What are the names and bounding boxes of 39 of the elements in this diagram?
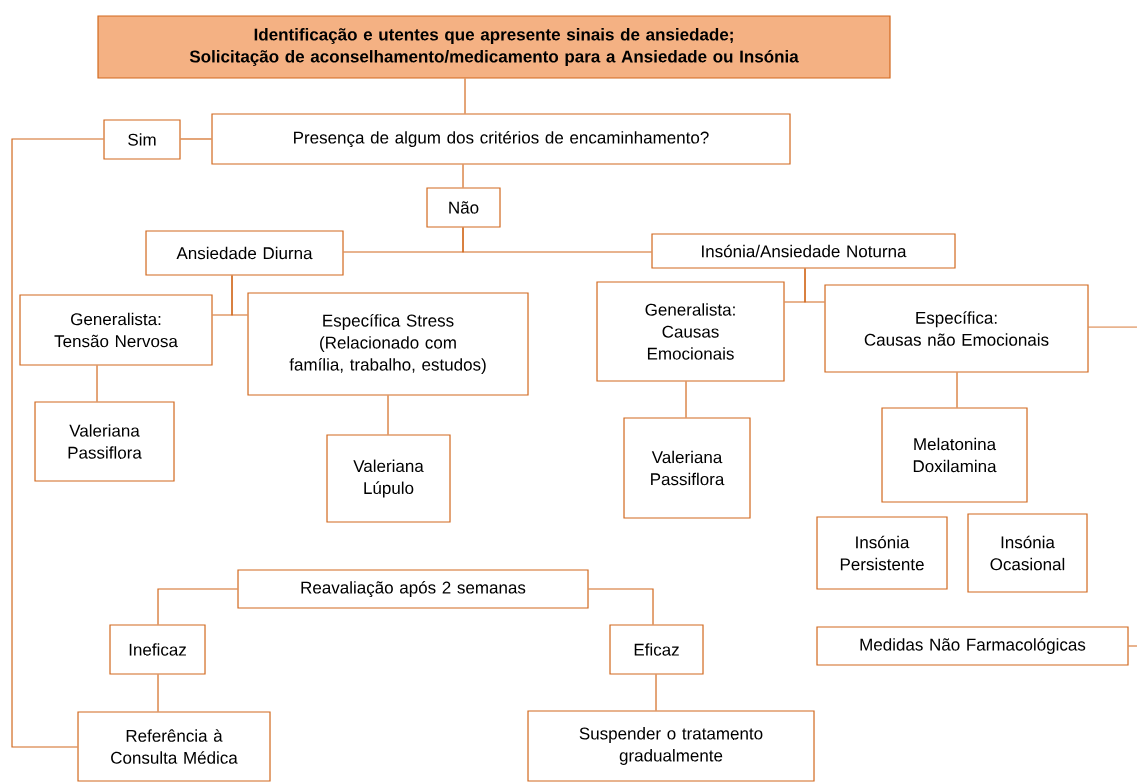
answer-box: Sim xyxy=(103,119,181,160)
connector-line xyxy=(157,674,159,712)
subtype-box: Generalista: Causas Emocionais xyxy=(596,281,785,382)
connector-line xyxy=(157,588,238,625)
connector-line xyxy=(464,78,466,114)
connector-line xyxy=(462,227,652,253)
connector-line xyxy=(655,674,657,711)
condition-box: Insónia Ocasional xyxy=(967,513,1088,593)
heading-box: Identificação e utentes que apresente sinais de ansiedade; Solicitação de aconselhamento/medicamento para a Ansiedade ou Insónia xyxy=(97,15,891,79)
connector-line xyxy=(1128,645,1137,647)
answer-box: Eficaz xyxy=(609,624,704,675)
connector-line xyxy=(11,138,104,748)
connector-line xyxy=(685,381,687,418)
step-box: Medidas Não Farmacológicas xyxy=(816,626,1129,666)
answer-box: Ineficaz xyxy=(109,624,206,675)
answer-box: Não xyxy=(426,187,501,228)
treatment-box: Melatonina Doxilamina xyxy=(881,407,1028,503)
condition-box: Insónia Persistente xyxy=(816,516,948,590)
subtype-box: Específica: Causas não Emocionais xyxy=(824,284,1089,373)
treatment-box: Valeriana Lúpulo xyxy=(326,434,451,523)
connector-line xyxy=(96,365,98,402)
category-box: Insónia/Ansiedade Noturna xyxy=(651,233,956,269)
connector-line xyxy=(180,138,212,140)
subtype-box: Específica Stress (Relacionado com família, trabalho, estudos) xyxy=(247,292,529,396)
connector-line xyxy=(462,164,464,188)
treatment-box: Valeriana Passiflora xyxy=(34,401,175,482)
subtype-box: Generalista: Tensão Nervosa xyxy=(19,294,213,366)
connector-line xyxy=(956,372,958,408)
question-box: Presença de algum dos critérios de encaminhamento? xyxy=(211,113,791,165)
connector-line xyxy=(1088,326,1137,328)
connector-line xyxy=(588,588,654,625)
connector-line xyxy=(387,395,389,435)
step-box: Referência à Consulta Médica xyxy=(77,711,271,782)
step-box: Reavaliação após 2 semanas xyxy=(237,569,589,609)
connector-line xyxy=(231,275,248,316)
treatment-box: Valeriana Passiflora xyxy=(623,417,751,519)
step-box: Suspender o tratamento gradualmente xyxy=(527,710,815,782)
connector-line xyxy=(804,268,825,303)
category-box: Ansiedade Diurna xyxy=(145,230,344,276)
